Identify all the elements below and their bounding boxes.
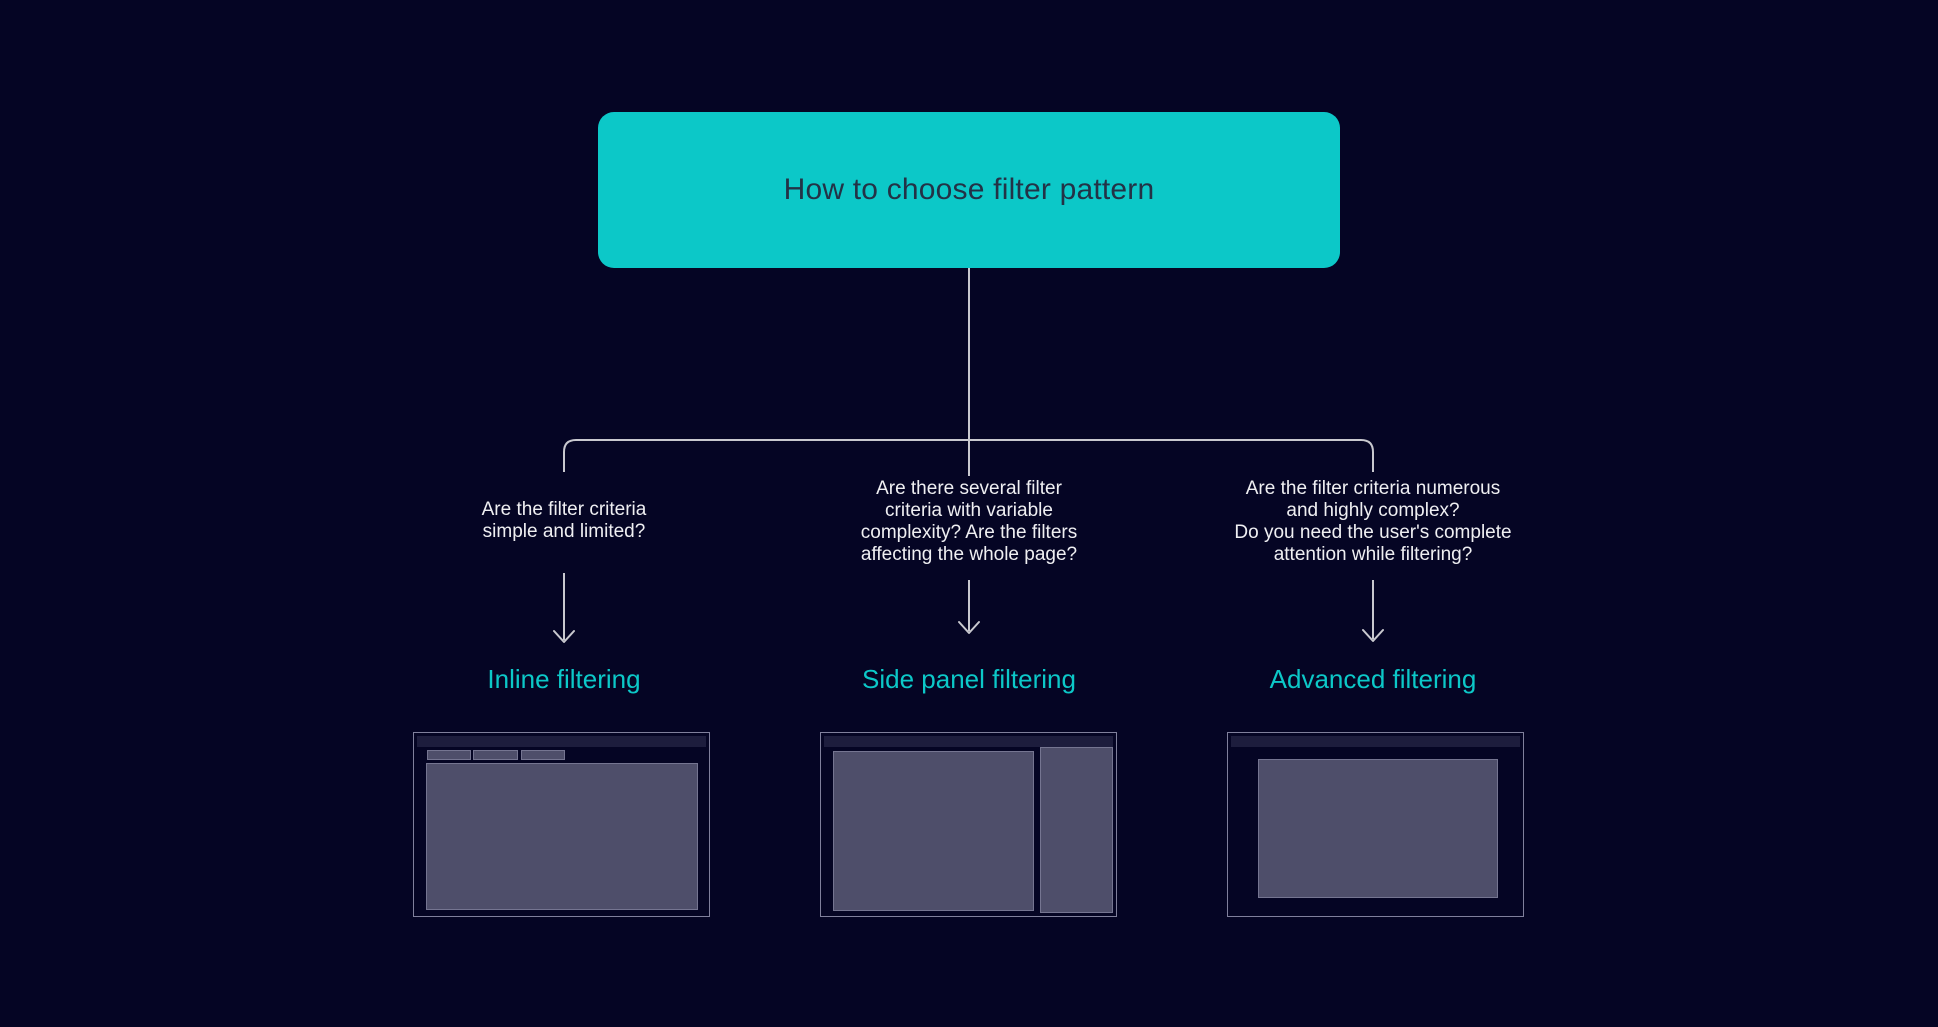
arrow-left-head-icon <box>553 630 575 643</box>
arrow-right-head-icon <box>1362 629 1384 642</box>
question-inline-filtering: Are the filter criteria simple and limit… <box>481 499 647 542</box>
wireframe-header-bar <box>824 736 1113 747</box>
arrow-middle-head-icon <box>958 621 980 634</box>
modal-dialog <box>1258 759 1498 898</box>
content-area <box>426 763 698 910</box>
branch-line-left <box>563 439 969 472</box>
side-panel <box>1040 747 1113 913</box>
advanced-filtering-wireframe <box>1227 732 1524 917</box>
label-inline-filtering: Inline filtering <box>487 664 641 694</box>
question-advanced-filtering: Are the filter criteria numerous and hig… <box>1234 478 1512 565</box>
content-area <box>833 751 1034 911</box>
filter-chip <box>473 750 518 760</box>
wireframe-header-bar <box>1231 736 1520 747</box>
filter-chip <box>521 750 565 760</box>
root-node: How to choose filter pattern <box>598 112 1340 268</box>
label-advanced-filtering: Advanced filtering <box>1269 664 1477 694</box>
side-panel-filtering-wireframe <box>820 732 1117 917</box>
filter-chip <box>427 750 471 760</box>
diagram-title: How to choose filter pattern <box>783 173 1155 206</box>
wireframe-header-bar <box>417 736 706 747</box>
inline-filtering-wireframe <box>413 732 710 917</box>
label-side-panel-filtering: Side panel filtering <box>862 664 1076 694</box>
branch-line-right <box>969 439 1374 472</box>
question-side-panel-filtering: Are there several filter criteria with v… <box>860 478 1078 565</box>
